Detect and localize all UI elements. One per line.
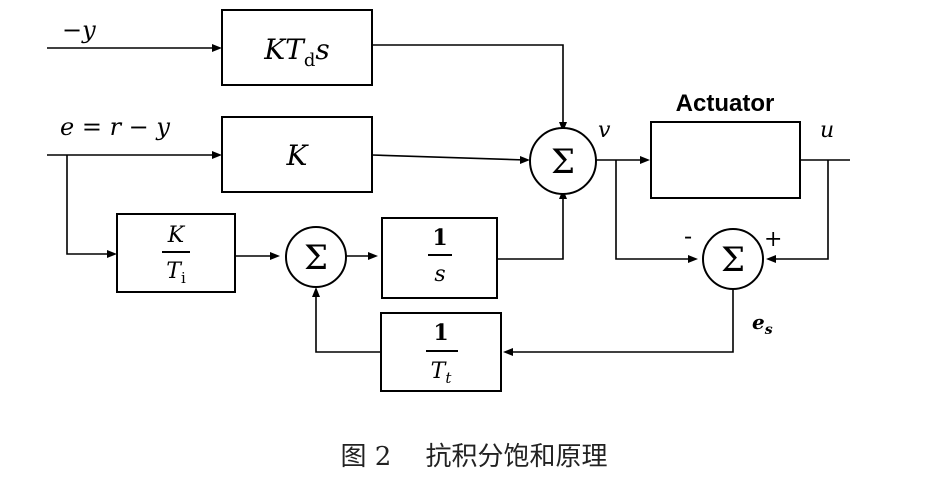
saturation-error-sum-symbol: Σ	[721, 240, 745, 280]
arrowhead	[212, 151, 222, 159]
arrowhead	[766, 255, 776, 263]
actuator-label: Actuator	[676, 90, 775, 117]
proportional-block	[221, 116, 373, 193]
wire-derivative-out	[372, 44, 564, 128]
arrowhead	[368, 252, 378, 260]
u-label: u	[820, 118, 834, 143]
integral-sum-symbol: Σ	[304, 238, 328, 278]
derivative-block	[221, 9, 373, 86]
error-label: e = r − y	[60, 113, 170, 141]
wire-v-branch	[615, 160, 694, 260]
figure-caption: 图 2 抗积分饱和原理	[340, 442, 607, 472]
arrowhead	[520, 156, 530, 164]
wire-error-branch	[66, 155, 113, 255]
plus-sign: +	[764, 227, 782, 252]
wire-proportional-out	[371, 154, 527, 161]
arrowhead	[688, 255, 698, 263]
wire-u-branch	[770, 160, 829, 260]
integral-gain-denominator: Ti	[166, 259, 186, 287]
arrowhead	[640, 156, 650, 164]
integrator-denominator: s	[434, 262, 445, 287]
main-sum-junction	[529, 127, 597, 195]
integrator-numerator: 1	[432, 225, 447, 251]
derivative-label: KTds	[263, 33, 330, 71]
es-label: es	[752, 310, 773, 338]
integral-gain-numerator: K	[167, 223, 186, 248]
tracking-gain-denominator: Tt	[431, 359, 453, 387]
saturation-error-sum-junction	[702, 228, 764, 290]
main-sum-symbol: Σ	[551, 142, 575, 182]
proportional-label: K	[286, 139, 310, 172]
v-label: v	[598, 118, 611, 143]
wire-integrator-out	[497, 193, 564, 260]
arrowhead	[212, 44, 222, 52]
arrowhead	[270, 252, 280, 260]
arrowhead	[107, 250, 117, 258]
arrowhead	[312, 287, 320, 297]
minus-sign: -	[684, 222, 692, 250]
actuator-block	[650, 121, 801, 199]
wire-es-feedback	[507, 287, 734, 353]
integral-sum-junction	[285, 226, 347, 288]
tracking-gain-numerator: 1	[433, 320, 448, 346]
arrowhead	[503, 348, 513, 356]
integrator-block	[381, 217, 498, 299]
neg-y-label: −y	[62, 16, 96, 44]
wire-tracking-out	[315, 291, 381, 353]
